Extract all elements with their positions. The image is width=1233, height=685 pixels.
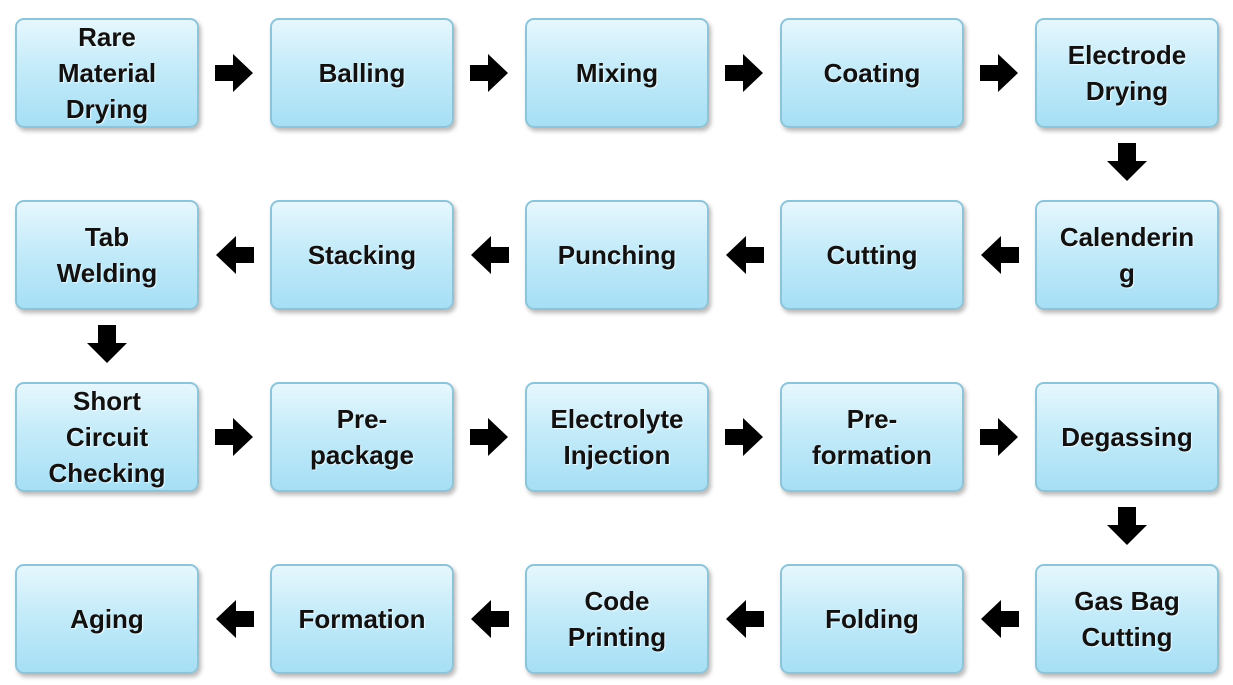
step-label: Rare Material Drying xyxy=(57,22,157,124)
step-pre-formation: Pre- formation xyxy=(780,382,964,492)
step-label: Short Circuit Checking xyxy=(48,386,166,488)
arrow-left-icon xyxy=(981,236,1019,274)
step-label: Coating xyxy=(823,58,921,88)
arrow-left-icon xyxy=(216,236,254,274)
step-label: Mixing xyxy=(575,58,659,88)
step-label: Pre- package xyxy=(309,404,415,470)
arrow-left-icon xyxy=(726,600,764,638)
step-label: Stacking xyxy=(307,240,417,270)
step-pre-package: Pre- package xyxy=(270,382,454,492)
arrow-left-icon xyxy=(471,236,509,274)
step-punching: Punching xyxy=(525,200,709,310)
step-mixing: Mixing xyxy=(525,18,709,128)
step-label: Pre- formation xyxy=(812,404,932,470)
arrow-left-icon xyxy=(471,600,509,638)
arrow-left-icon xyxy=(726,236,764,274)
step-electrode-drying: Electrode Drying xyxy=(1035,18,1219,128)
step-label: Gas Bag Cutting xyxy=(1074,586,1180,652)
step-label: Aging xyxy=(70,604,144,634)
step-short-circuit-checking: Short Circuit Checking xyxy=(15,382,199,492)
arrow-right-icon xyxy=(725,418,763,456)
step-label: Cutting xyxy=(826,240,918,270)
step-label: Degassing xyxy=(1061,422,1193,452)
arrow-right-icon xyxy=(470,418,508,456)
step-tab-welding: Tab Welding xyxy=(15,200,199,310)
step-cutting: Cutting xyxy=(780,200,964,310)
step-electrolyte-injection: Electrolyte Injection xyxy=(525,382,709,492)
step-code-printing: Code Printing xyxy=(525,564,709,674)
arrow-down-icon xyxy=(87,325,127,363)
step-aging: Aging xyxy=(15,564,199,674)
step-label: Punching xyxy=(557,240,677,270)
arrow-right-icon xyxy=(470,54,508,92)
step-label: Tab Welding xyxy=(56,222,158,288)
step-balling: Balling xyxy=(270,18,454,128)
arrow-right-icon xyxy=(980,54,1018,92)
step-label: Balling xyxy=(318,58,406,88)
step-calendering: Calenderin g xyxy=(1035,200,1219,310)
step-degassing: Degassing xyxy=(1035,382,1219,492)
step-label: Calenderin g xyxy=(1059,222,1195,288)
step-label: Formation xyxy=(298,604,426,634)
arrow-right-icon xyxy=(725,54,763,92)
step-folding: Folding xyxy=(780,564,964,674)
arrow-left-icon xyxy=(216,600,254,638)
step-label: Code Printing xyxy=(567,586,667,652)
arrow-down-icon xyxy=(1107,507,1147,545)
step-gas-bag-cutting: Gas Bag Cutting xyxy=(1035,564,1219,674)
step-stacking: Stacking xyxy=(270,200,454,310)
arrow-left-icon xyxy=(981,600,1019,638)
arrow-down-icon xyxy=(1107,143,1147,181)
step-coating: Coating xyxy=(780,18,964,128)
step-label: Folding xyxy=(825,604,919,634)
step-formation: Formation xyxy=(270,564,454,674)
step-label: Electrolyte Injection xyxy=(550,404,684,470)
step-rare-material-drying: Rare Material Drying xyxy=(15,18,199,128)
arrow-right-icon xyxy=(215,418,253,456)
arrow-right-icon xyxy=(215,54,253,92)
arrow-right-icon xyxy=(980,418,1018,456)
step-label: Electrode Drying xyxy=(1067,40,1187,106)
